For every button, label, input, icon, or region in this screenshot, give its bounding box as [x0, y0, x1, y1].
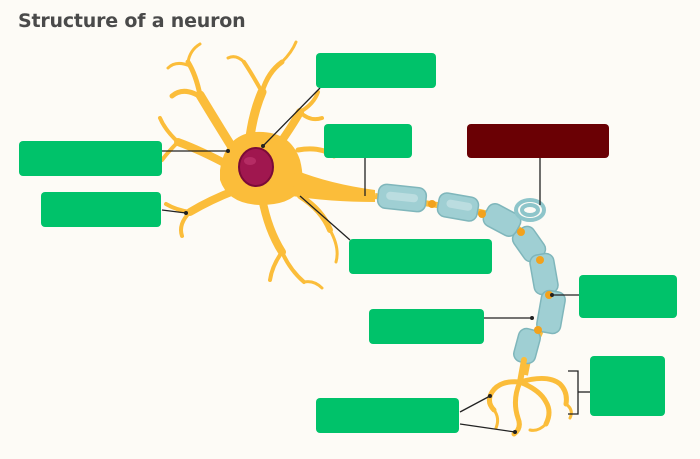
- leader-lines: [161, 87, 590, 433]
- axon-terminal: [486, 357, 573, 437]
- label-box-dendrites[interactable]: [19, 141, 162, 176]
- node-of-ranvier: [428, 200, 553, 334]
- axon-hillock: [292, 170, 375, 202]
- label-box-node-of-ranvier[interactable]: [579, 275, 677, 318]
- schwann-cell: [514, 198, 546, 222]
- page-title: Structure of a neuron: [18, 10, 246, 32]
- nucleus-highlight-icon: [244, 157, 256, 165]
- label-box-axon-hillock[interactable]: [349, 239, 492, 274]
- myelin-shading: [386, 191, 473, 211]
- label-box-synaptic-terminals[interactable]: [590, 356, 665, 416]
- label-box-axon-terminal[interactable]: [316, 398, 459, 433]
- label-box-nucleus[interactable]: [316, 53, 436, 88]
- nucleus: [238, 147, 274, 187]
- label-box-schwann-cell[interactable]: [467, 124, 609, 158]
- label-box-myelin-sheath[interactable]: [369, 309, 484, 344]
- dendrites: [158, 40, 339, 290]
- leader-dots: [184, 144, 554, 434]
- label-box-cell-body[interactable]: [41, 192, 161, 227]
- label-box-axon[interactable]: [324, 124, 412, 158]
